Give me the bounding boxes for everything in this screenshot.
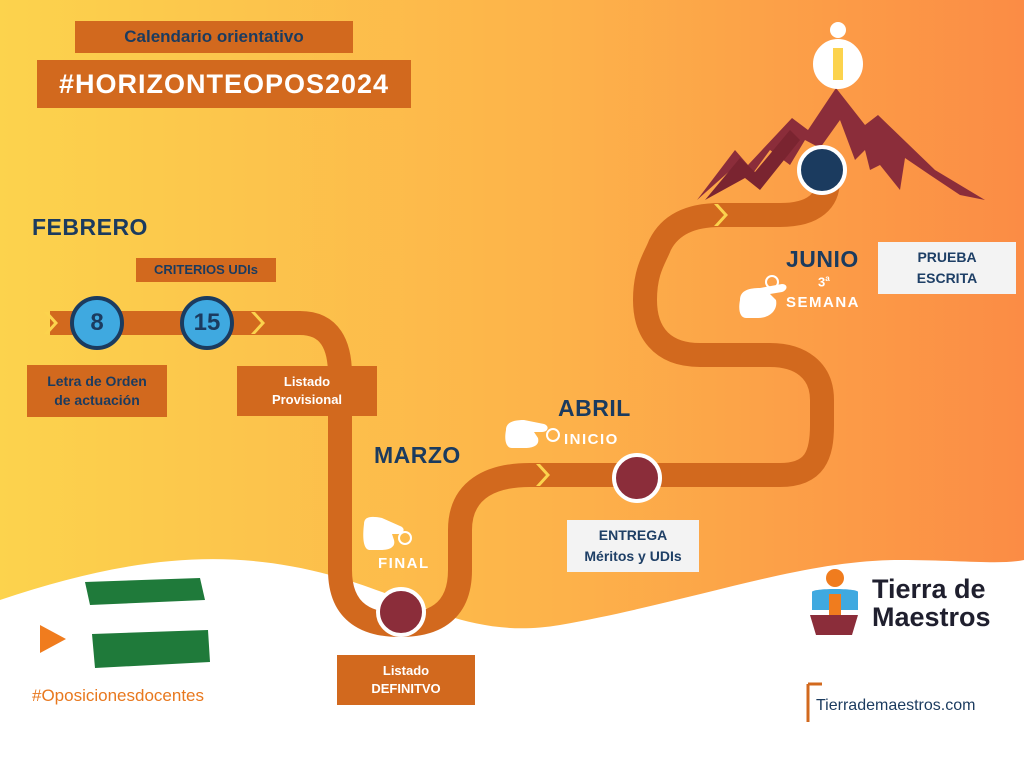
provisional-line-2: Provisional [271,392,343,407]
day-8-circle [70,296,124,350]
hand-pointer-icon [739,275,787,318]
week-number-digit: 3 [818,274,826,290]
day-15-circle [180,296,234,350]
provisional-list-box: Listado Provisional [237,366,377,416]
week-number-suffix: a [825,274,830,283]
road [50,179,840,638]
letter-order-box: Letra de Orden de actuación [27,365,167,417]
bottom-wave [0,559,1024,768]
letter-order-line-2: de actuación [54,392,140,408]
definitive-list-box: Listado DEFINITVO [337,655,475,705]
milestone-march-dot [376,587,426,637]
title-box: #HORIZONTEOPOS2024 [37,60,411,108]
delivery-box: ENTREGA Méritos y UDIs [567,520,699,572]
milestone-april-dot [612,453,662,503]
person-logo-icon [813,22,863,89]
play-icon [40,625,66,653]
exam-box: PRUEBA ESCRITA [878,242,1016,294]
provisional-line-1: Listado [283,374,331,390]
month-march: MARZO [374,442,461,468]
week-number: 3a [818,274,830,289]
website-link[interactable]: Tierrademaestros.com [816,697,976,714]
brand-name-line-1: Tierra de [872,574,986,604]
definitive-line-2: DEFINITVO [371,681,441,696]
brand-name: Tierra de Maestros [872,574,991,632]
day-15-label: 15 [193,309,221,336]
month-april: ABRIL [558,395,631,421]
subtitle-box: Calendario orientativo [75,21,353,53]
day-8-label: 8 [90,309,104,336]
week-label: SEMANA [786,294,861,311]
hand-pointer-icon [505,420,560,448]
delivery-line-2: Méritos y UDIs [584,548,682,564]
hand-pointer-icon [363,516,412,550]
delivery-line-1: ENTREGA [598,527,668,543]
exam-line-2: ESCRITA [916,270,978,286]
website-bracket [806,682,822,722]
andalucia-flag-icon [85,578,210,668]
title-text: #HORIZONTEOPOS2024 [58,68,390,99]
mountain [697,88,985,200]
criteria-udis-box: CRITERIOS UDIs [136,258,276,282]
month-february: FEBRERO [32,214,148,240]
criteria-udis-label: CRITERIOS UDIs [153,262,258,278]
milestone-june-dot [797,145,847,195]
start-label: INICIO [564,431,619,448]
definitive-line-1: Listado [382,663,430,679]
road-chevrons [44,204,728,486]
letter-order-line-1: Letra de Orden [47,373,147,390]
final-label: FINAL [378,555,430,572]
exam-line-1: PRUEBA [917,249,977,265]
hashtag-link[interactable]: #Oposicionesdocentes [32,686,205,705]
subtitle-text: Calendario orientativo [124,26,304,46]
month-june: JUNIO [786,246,859,272]
brand-name-line-2: Maestros [872,601,991,632]
brand-logo-icon [810,569,858,635]
